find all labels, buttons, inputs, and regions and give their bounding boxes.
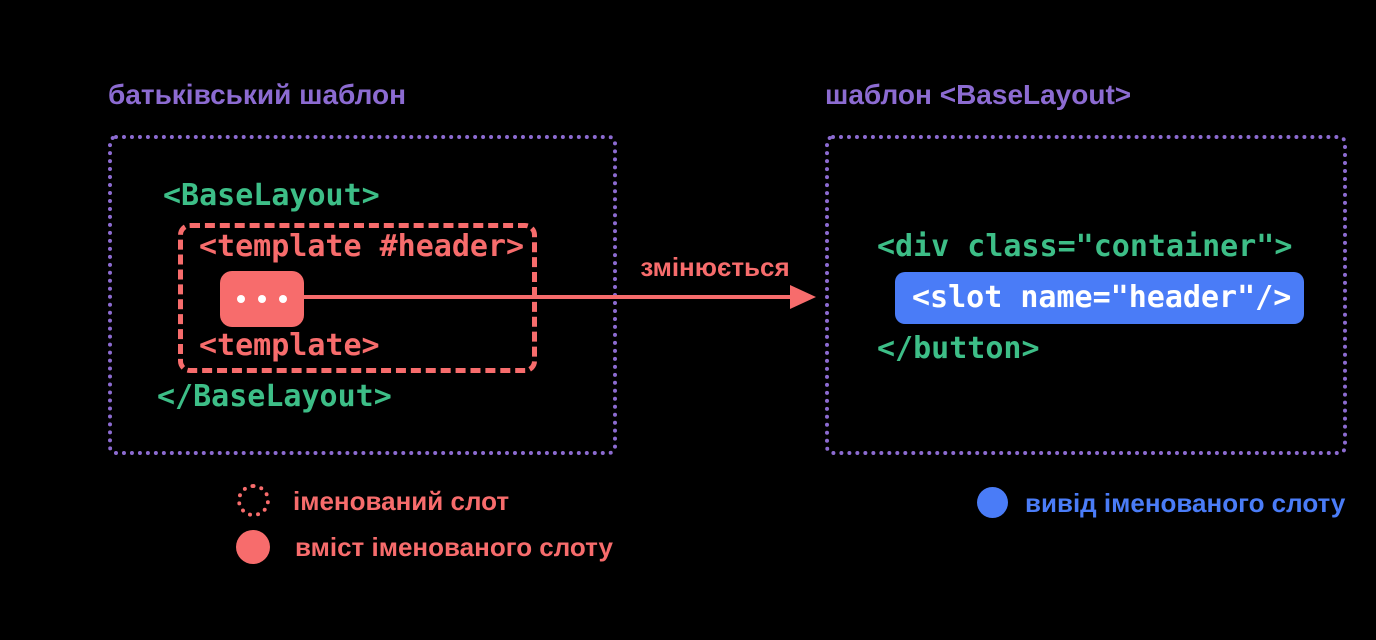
ellipsis-dot-icon xyxy=(258,295,266,303)
named-slot-icon xyxy=(237,484,270,517)
div-container-open-tag: <div class="container"> xyxy=(877,229,1293,264)
arrow-right-icon xyxy=(304,285,816,309)
ellipsis-dot-icon xyxy=(237,295,245,303)
template-header-open-tag: <template #header> xyxy=(199,229,525,264)
legend-named-slot-label: іменований слот xyxy=(293,486,510,516)
left-panel-title: батьківський шаблон xyxy=(108,79,407,110)
ellipsis-dot-icon xyxy=(279,295,287,303)
slot-output-icon xyxy=(977,487,1008,518)
baselayout-template-box xyxy=(825,135,1347,455)
slot-output-rect: <slot name="header"/> xyxy=(895,272,1304,324)
baselayout-open-tag: <BaseLayout> xyxy=(163,178,380,213)
button-close-tag: </button> xyxy=(877,331,1040,366)
template-close-tag: <template> xyxy=(199,328,380,363)
legend-slot-output-label: вивід іменованого слоту xyxy=(1025,488,1346,518)
slot-content-rect xyxy=(220,271,304,327)
legend-slot-content-label: вміст іменованого слоту xyxy=(295,532,614,562)
right-panel-title: шаблон <BaseLayout> xyxy=(825,79,1132,110)
slot-output-tag: <slot name="header"/> xyxy=(912,280,1292,315)
baselayout-close-tag: </BaseLayout> xyxy=(157,379,392,414)
arrow-label: змінюється xyxy=(640,252,790,282)
slot-content-icon xyxy=(236,530,270,564)
